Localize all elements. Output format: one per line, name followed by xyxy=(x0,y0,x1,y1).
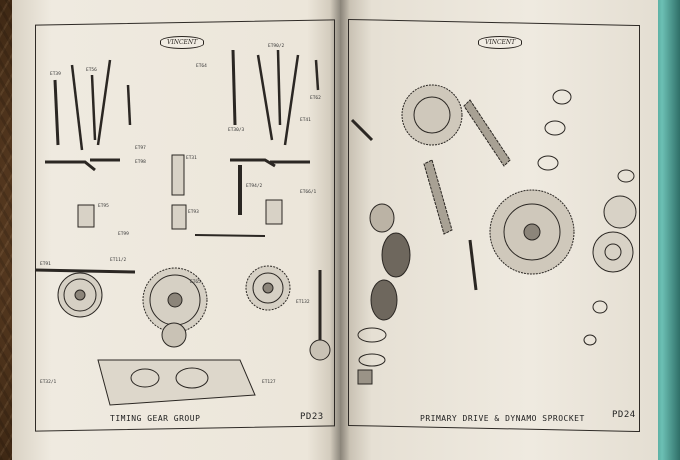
part-label: ET97 xyxy=(135,146,146,151)
part-label: ET65 xyxy=(190,280,201,285)
right-page-caption: PRIMARY DRIVE & DYNAMO SPROCKET xyxy=(420,414,585,423)
part-label: ET132 xyxy=(296,300,310,305)
part-label: ET32/1 xyxy=(40,380,57,385)
part-label: ET94/2 xyxy=(246,184,263,189)
part-label: ET95 xyxy=(98,204,109,209)
part-label: ET11/2 xyxy=(110,258,127,263)
book-gutter xyxy=(330,0,350,460)
part-label: ET41 xyxy=(300,118,311,123)
part-label: ET39 xyxy=(50,72,61,77)
left-page-caption: TIMING GEAR GROUP xyxy=(110,414,201,423)
left-vincent-logo: VINCENT xyxy=(160,36,205,49)
part-label: ET30/3 xyxy=(228,128,245,133)
part-label: ET127 xyxy=(262,380,276,385)
part-label: ET93 xyxy=(188,210,199,215)
left-page-number: PD23 xyxy=(300,412,324,422)
part-label: ET66/1 xyxy=(300,190,317,195)
part-label: ET56 xyxy=(86,68,97,73)
part-label: ET99 xyxy=(118,232,129,237)
part-label: ET64 xyxy=(196,64,207,69)
part-label: ET31 xyxy=(186,156,197,161)
right-vincent-logo: VINCENT xyxy=(478,36,523,49)
part-label: ET91 xyxy=(40,262,51,267)
part-label: ET98 xyxy=(135,160,146,165)
part-label: ET90/2 xyxy=(268,44,285,49)
part-label: ET62 xyxy=(310,96,321,101)
right-page-number: PD24 xyxy=(612,410,636,420)
